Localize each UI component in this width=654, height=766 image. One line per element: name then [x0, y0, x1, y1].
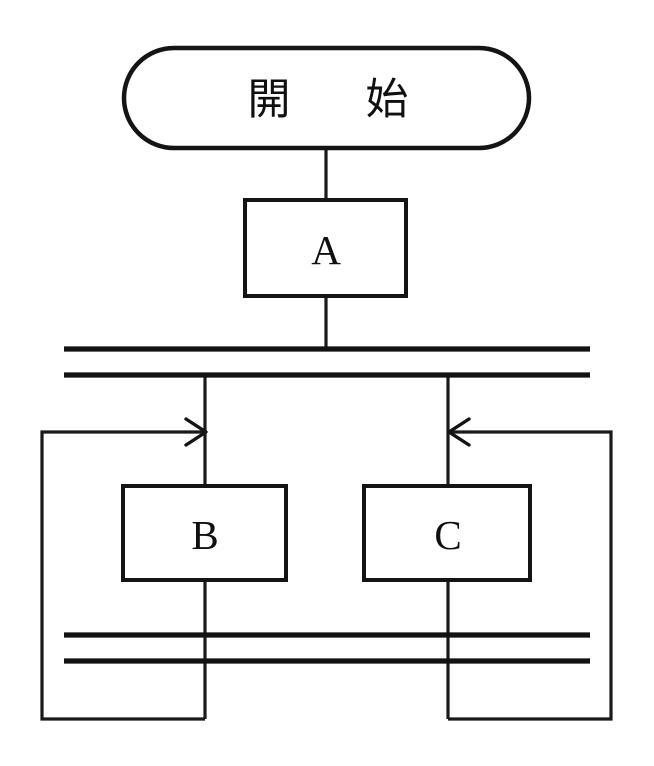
arrowhead-right-feedback-icon	[447, 417, 471, 447]
fork-bar	[64, 346, 590, 378]
arrowhead-left-feedback-icon	[184, 417, 208, 447]
process-a-label: A	[311, 227, 341, 273]
feedback-loop-right	[448, 430, 613, 721]
start-terminal-shape	[121, 45, 532, 151]
process-c-label: C	[434, 512, 461, 558]
feedback-loop-left	[40, 430, 205, 721]
node-c[interactable]: C	[362, 484, 532, 582]
process-c-shape	[362, 484, 532, 582]
node-a[interactable]: A	[243, 198, 408, 298]
start-terminal-label: 開 始	[248, 75, 425, 125]
join-bar	[64, 632, 590, 664]
process-a-shape	[243, 198, 408, 298]
node-start[interactable]: 開 始	[121, 45, 532, 151]
node-b[interactable]: B	[121, 484, 288, 582]
process-b-label: B	[191, 512, 218, 558]
process-b-shape	[121, 484, 288, 582]
